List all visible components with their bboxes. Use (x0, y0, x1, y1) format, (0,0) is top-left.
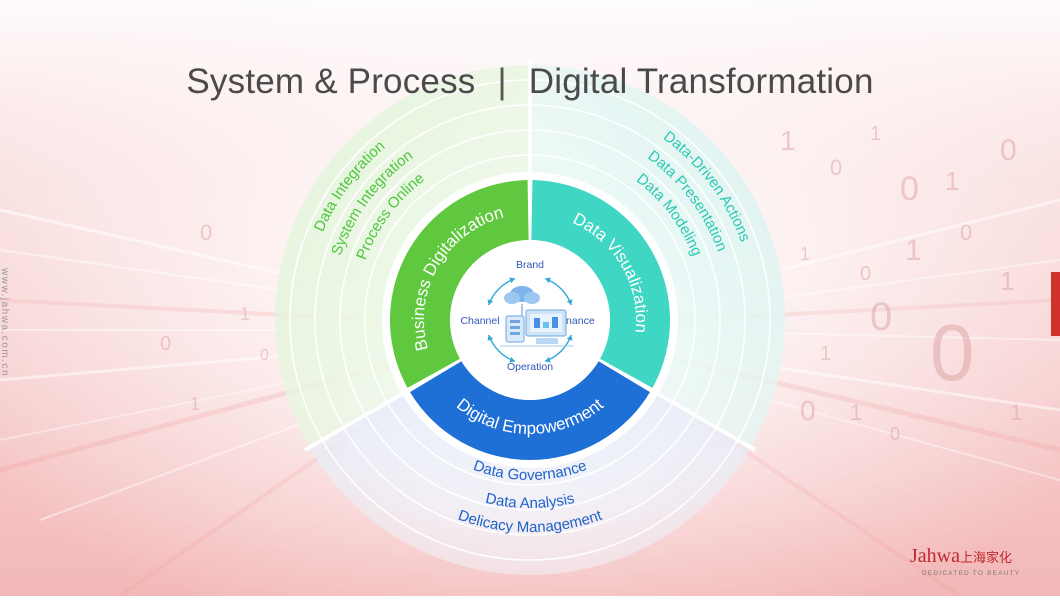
cloud-devices-icon (500, 286, 574, 347)
binary-digit: 0 (930, 308, 975, 397)
hub-arrowhead (545, 277, 551, 284)
website-url: www.jahwa.com.cn (0, 268, 10, 378)
segment-business-digitalization (390, 180, 529, 388)
hub-arrowhead (545, 356, 551, 363)
page-title: System & Process | Digital Transformation (0, 62, 1060, 102)
hub-arrowhead (509, 356, 515, 363)
segment-digital-empowerment (409, 361, 651, 460)
binary-digit: 1 (190, 394, 200, 414)
binary-digit: 1 (1000, 266, 1014, 296)
binary-digit: 0 (1000, 134, 1017, 167)
binary-digit: 1 (1010, 400, 1022, 425)
binary-digit: 0 (870, 295, 892, 339)
logo-chinese: 上海家化 (959, 550, 1012, 565)
title-left: System & Process (186, 62, 476, 101)
binary-digit: 0 (890, 424, 900, 444)
title-right: Digital Transformation (528, 62, 874, 101)
logo-tagline: DEDICATED TO BEAUTY (922, 570, 1021, 577)
hub-arrowhead (566, 299, 573, 305)
title-separator: | (497, 62, 507, 101)
binary-digit: 0 (900, 170, 919, 208)
binary-digit: 1 (240, 304, 250, 324)
ring (364, 154, 696, 486)
hub-arrowhead (509, 277, 515, 284)
empowerment-item-2: Data Analysis (484, 490, 576, 512)
hub-label-channel: Channel (460, 315, 499, 327)
binary-digit: 1 (820, 343, 831, 365)
binary-digit: 0 (860, 263, 871, 285)
ring (289, 79, 771, 561)
binary-digit: 0 (830, 155, 842, 180)
binary-digit: 1 (780, 125, 796, 156)
binary-digit: 0 (800, 395, 816, 426)
red-edge-tab (1051, 272, 1060, 336)
binary-digit: 0 (160, 333, 171, 355)
hub-label-brand: Brand (516, 259, 544, 271)
hub-label-operation: Operation (507, 361, 553, 373)
hub-arrowhead (487, 335, 494, 341)
binary-digit: 1 (850, 400, 862, 425)
jahwa-logo: Jahwa上海家化 DEDICATED TO BEAUTY (910, 545, 1040, 577)
segment-data-visualization (531, 180, 670, 388)
ring (339, 129, 721, 511)
logo-brand: Jahwa (910, 545, 960, 567)
hub-label-finance: Finance (557, 315, 595, 327)
binary-digit: 1 (870, 123, 881, 145)
binary-digit: 0 (200, 220, 212, 245)
binary-digit: 0 (260, 347, 269, 364)
binary-digit: 1 (945, 166, 959, 196)
concentric-rings (289, 79, 771, 561)
ring (314, 104, 746, 536)
binary-digit: 1 (905, 234, 922, 267)
hub-arrowhead (487, 299, 494, 305)
hub-arrowhead (566, 335, 573, 341)
binary-digit: 0 (960, 220, 972, 245)
binary-digits-decoration: 101010101010100101010101 (160, 123, 1022, 444)
binary-digit: 1 (800, 244, 810, 264)
